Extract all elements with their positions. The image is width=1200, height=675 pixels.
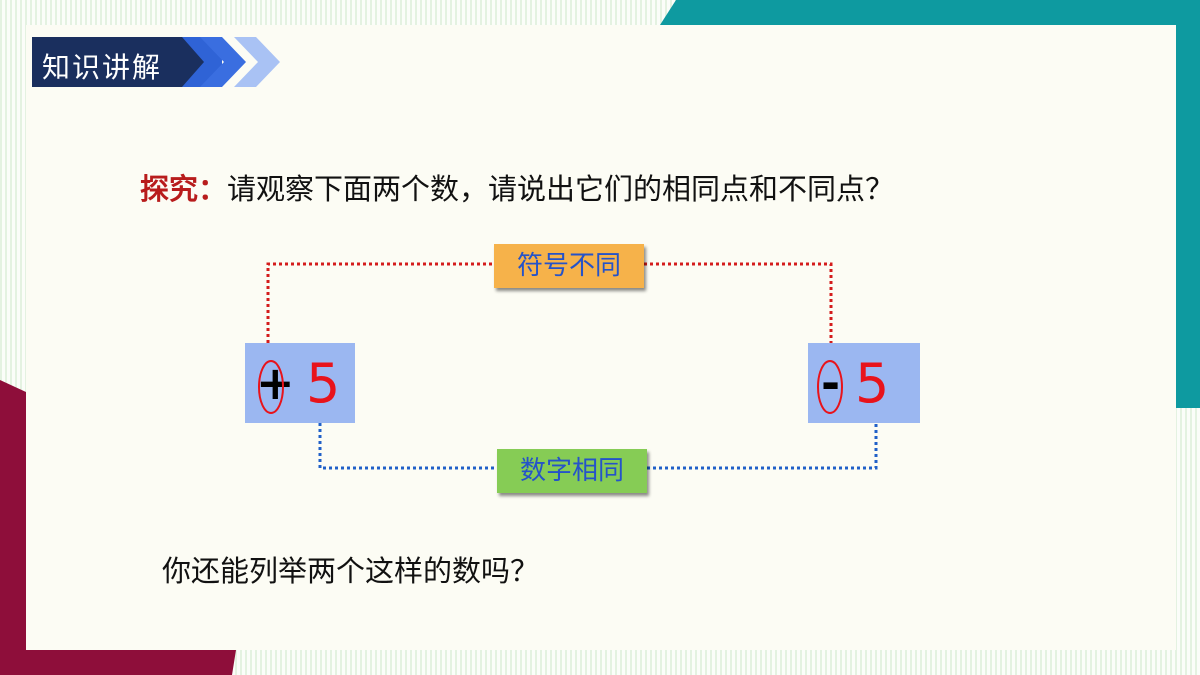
tag-sign-different: 符号不同 (494, 244, 644, 288)
number-box-negative (808, 343, 920, 423)
header-chevrons (200, 37, 280, 87)
content-card (26, 25, 1176, 650)
red-dotted-line-right (644, 262, 833, 343)
bottom-question: 你还能列举两个这样的数吗？ (162, 554, 540, 588)
blue-dotted-line-left (318, 423, 497, 470)
sign-circle-right (817, 360, 843, 414)
maroon-corner-shape (0, 380, 236, 675)
digit-left: 5 (306, 352, 341, 415)
question-label: 探究： (140, 172, 228, 206)
plus-sign: + (256, 356, 295, 410)
tag-digit-same: 数字相同 (497, 449, 647, 493)
blue-dotted-line-right (647, 423, 878, 470)
sign-circle-left (258, 360, 284, 414)
digit-right: 5 (855, 352, 890, 415)
header-title: 知识讲解 (42, 51, 163, 84)
number-box-positive (245, 343, 355, 423)
chevron-icon (234, 37, 280, 87)
chevron-icon (200, 37, 246, 87)
question-line: 探究：请观察下面两个数，请说出它们的相同点和不同点？ (140, 166, 894, 208)
red-dotted-line-left (266, 262, 494, 343)
question-text: 请观察下面两个数，请说出它们的相同点和不同点？ (227, 172, 895, 206)
minus-sign: - (821, 356, 841, 410)
